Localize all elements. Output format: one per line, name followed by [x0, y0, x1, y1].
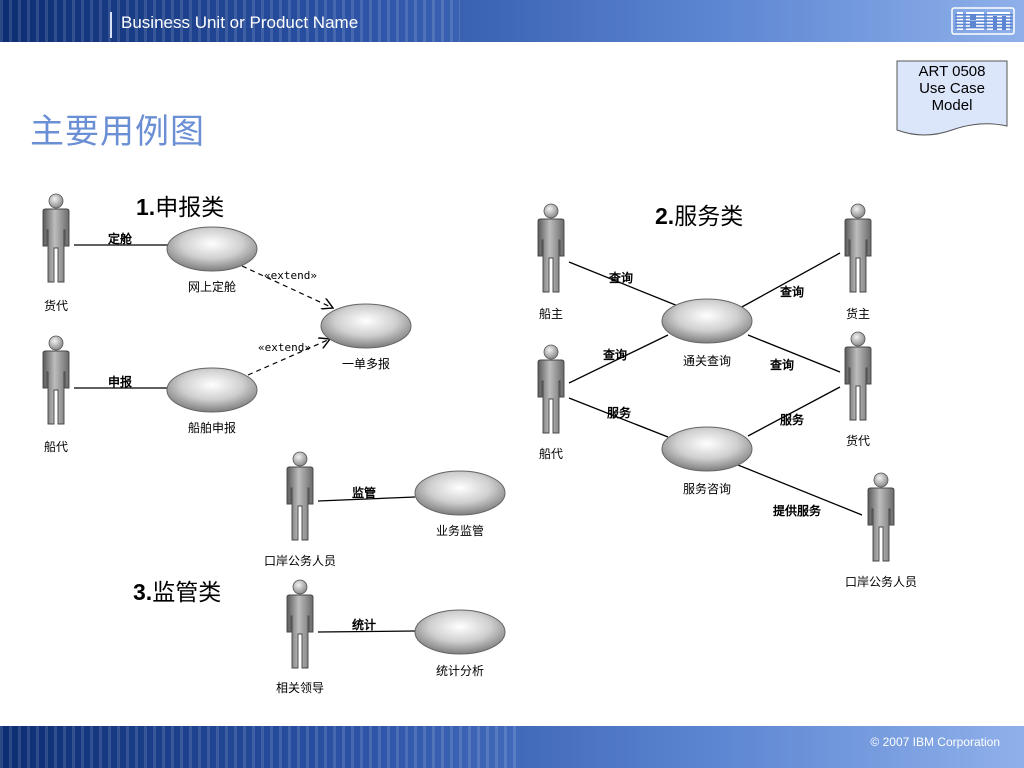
use-case-ellipse-4	[414, 470, 506, 516]
use-case-name-6: 通关查询	[683, 354, 731, 368]
use-case-ellipse-3	[320, 303, 412, 349]
footer-pattern	[0, 726, 520, 768]
use-case-ellipse-2	[166, 367, 258, 413]
actor-figure-2	[42, 335, 70, 425]
ibm-logo-icon	[951, 7, 1015, 35]
use-case-ellipse-5	[414, 609, 506, 655]
section-heading-3: 3.监管类	[133, 573, 221, 607]
association-label-10: 服务	[780, 412, 805, 427]
actor-figure-1	[42, 193, 70, 283]
header-bar: Business Unit or Product Name	[0, 0, 1024, 42]
association-line-6	[568, 334, 669, 384]
doc-tag-line2: Use Case	[919, 80, 985, 97]
extend-label-2: «extend»	[258, 341, 311, 354]
use-case-name-3: 一单多报	[342, 356, 390, 371]
association-label-3: 监管	[352, 485, 376, 500]
actor-name-1: 货代	[44, 298, 68, 313]
actor-figure-5	[537, 203, 565, 293]
association-line-4	[317, 630, 416, 633]
association-line-10	[747, 386, 841, 437]
use-case-ellipse-1	[166, 226, 258, 272]
use-case-name-1: 网上定舱	[188, 279, 236, 294]
association-label-7: 服务	[607, 405, 632, 420]
section-name: 申报类	[155, 195, 225, 221]
document-shape-icon	[896, 60, 1008, 136]
section-number: 2.	[655, 203, 675, 229]
actor-figure-6	[537, 344, 565, 434]
association-label-4: 统计	[352, 617, 376, 632]
copyright-text: © 2007 IBM Corporation	[870, 735, 1000, 749]
extend-label-1: «extend»	[264, 269, 317, 282]
actor-figure-9	[867, 472, 895, 562]
use-cases	[166, 226, 753, 655]
header-divider	[110, 12, 112, 38]
actors	[42, 193, 895, 669]
actor-figure-3	[286, 451, 314, 541]
footer-bar: © 2007 IBM Corporation	[0, 726, 1024, 768]
association-line-5	[568, 261, 679, 307]
section-name: 服务类	[674, 204, 744, 230]
header-pattern	[0, 0, 460, 42]
association-line-7	[568, 397, 669, 438]
association-line-9	[747, 334, 841, 373]
use-case-ellipse-6	[661, 298, 753, 344]
association-label-9: 查询	[769, 357, 794, 372]
section-name: 监管类	[152, 580, 222, 606]
association-label-1: 定舱	[108, 231, 133, 246]
actor-name-8: 货代	[846, 433, 870, 448]
actor-name-2: 船代	[44, 440, 68, 454]
use-case-ellipse-7	[661, 426, 753, 472]
actor-name-7: 货主	[846, 306, 870, 321]
doc-tag-line3: Model	[931, 97, 973, 114]
section-heading-2: 2.服务类	[655, 197, 743, 231]
actor-figure-4	[286, 579, 314, 669]
association-label-8: 查询	[779, 284, 804, 299]
page-title: 主要用例图	[30, 112, 205, 152]
section-number: 1.	[136, 194, 156, 220]
association-lines	[74, 244, 863, 633]
association-label-2: 申报	[108, 374, 132, 389]
association-line-8	[739, 252, 841, 309]
use-case-name-7: 服务咨询	[683, 481, 731, 496]
doc-tag-line1: ART 0508	[918, 63, 986, 80]
actor-name-6: 船代	[539, 447, 563, 461]
association-label-11: 提供服务	[773, 503, 822, 518]
extend-arrow-1	[241, 265, 333, 308]
use-case-name-5: 统计分析	[436, 664, 484, 678]
association-line-11	[737, 464, 863, 516]
section-number: 3.	[133, 579, 153, 605]
business-unit-title: Business Unit or Product Name	[121, 13, 359, 32]
association-label-6: 查询	[602, 347, 627, 362]
actor-name-9: 口岸公务人员	[845, 574, 917, 589]
extend-arrow-2	[247, 339, 330, 376]
actor-name-3: 口岸公务人员	[264, 553, 336, 568]
section-heading-1: 1.申报类	[136, 188, 224, 222]
association-line-3	[317, 496, 416, 502]
use-case-name-2: 船舶申报	[188, 420, 236, 435]
document-tag-text: ART 0508 Use Case Model	[896, 63, 1008, 114]
actor-name-4: 相关领导	[276, 681, 324, 695]
extend-arrows	[241, 265, 333, 376]
actor-name-5: 船主	[539, 307, 563, 321]
use-case-name-4: 业务监管	[436, 523, 484, 538]
actor-figure-8	[844, 331, 872, 421]
association-label-5: 查询	[608, 270, 633, 285]
actor-figure-7	[844, 203, 872, 293]
